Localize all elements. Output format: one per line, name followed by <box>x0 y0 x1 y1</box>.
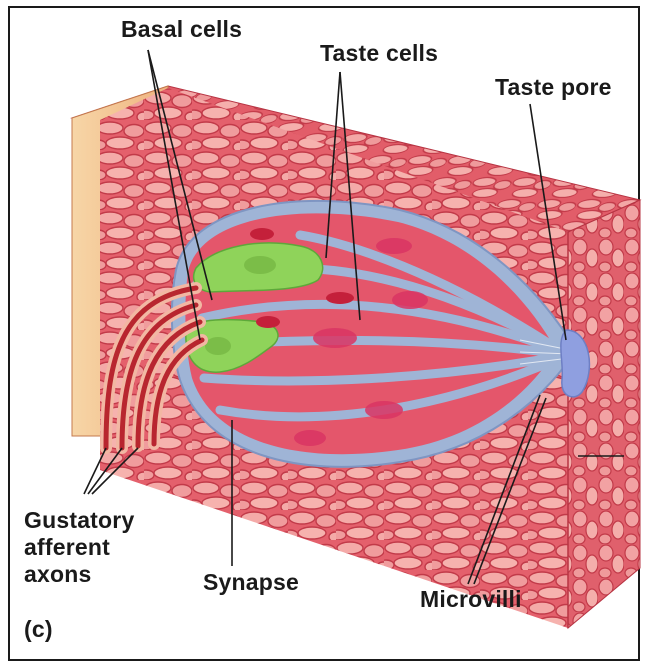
gustatory-line-3: axons <box>24 561 134 588</box>
gustatory-line-1: Gustatory <box>24 507 134 534</box>
taste-cells-label: Taste cells <box>320 40 438 67</box>
panel-label: (c) <box>24 616 53 643</box>
gustatory-afferent-axons-label: Gustatory afferent axons <box>24 507 134 588</box>
basal-cells-label: Basal cells <box>121 16 242 43</box>
taste-pore-label: Taste pore <box>495 74 612 101</box>
tissue-right-face <box>568 200 640 628</box>
gustatory-line-2: afferent <box>24 534 134 561</box>
synapse-label: Synapse <box>203 569 299 596</box>
microvilli-label: Microvilli <box>420 586 522 613</box>
